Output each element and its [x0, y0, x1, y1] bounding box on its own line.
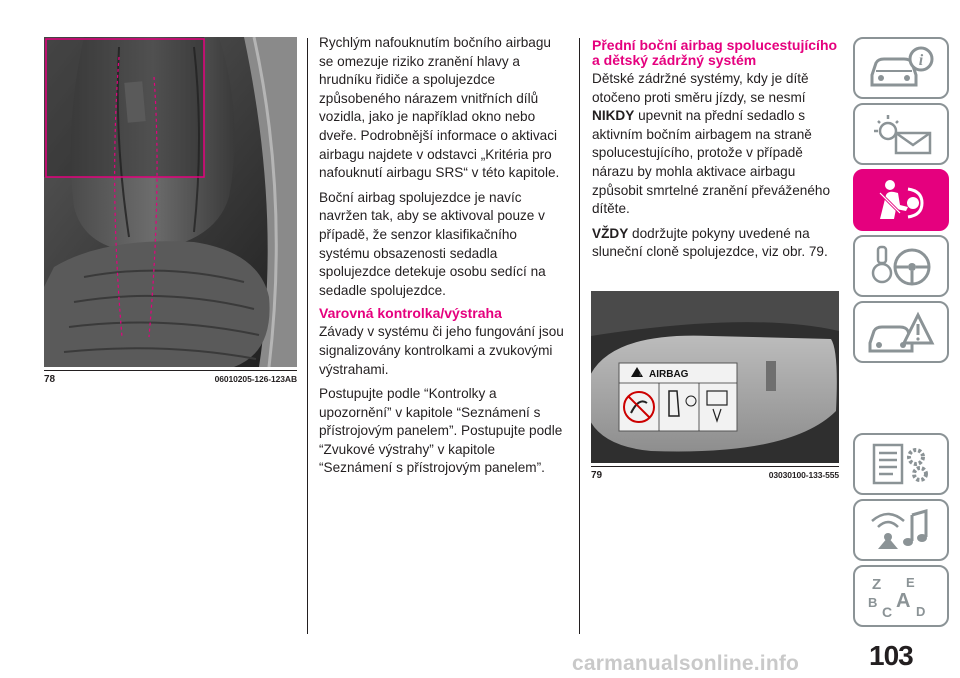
page-number: 103	[869, 640, 914, 671]
index-letter: A	[896, 590, 910, 612]
text-column-1: Rychlým nafouknutím bočního airbagu se o…	[319, 34, 569, 484]
paragraph-text: dodržujte pokyny uvedené na sluneční clo…	[592, 225, 828, 260]
paragraph: Závady v systému či jeho fungování jsou …	[319, 324, 564, 377]
chapter-tab-warning-lights[interactable]	[853, 103, 949, 165]
sun-visor-illustration: ! AIRBAG	[591, 291, 839, 463]
column-divider	[307, 38, 308, 634]
index-letter: D	[916, 604, 925, 619]
alphabetical-index-icon: Z E B A C D	[868, 575, 925, 619]
paragraph: VŽDY dodržujte pokyny uvedené na slunečn…	[592, 225, 842, 262]
column-divider	[579, 38, 580, 634]
chapter-tab-car-info[interactable]: i	[853, 37, 949, 99]
figure-code: 03030100-133-555	[768, 470, 839, 480]
paragraph: Boční airbag spolujezdce je navíc navrže…	[319, 189, 546, 298]
paragraph-text: upevnit na přední sedadlo s aktivním boč…	[592, 108, 831, 217]
car-info-icon: i	[870, 46, 934, 87]
figure-number: 79	[591, 470, 603, 481]
figure-number: 78	[44, 374, 56, 385]
chapter-tab-emergency[interactable]	[853, 301, 949, 363]
figure-78-seat-photo	[44, 37, 297, 367]
figure-79-caption: 79 03030100-133-555	[591, 466, 839, 481]
car-breakdown-warning-icon	[868, 311, 935, 353]
index-letter: Z	[872, 576, 881, 593]
figure-code: 06010205-126-123AB	[214, 374, 297, 384]
paragraph: Rychlým nafouknutím bočního airbagu se o…	[319, 35, 560, 181]
emphasis-always: VŽDY	[592, 225, 629, 241]
chapter-tab-index[interactable]: Z E B A C D	[853, 565, 949, 627]
seat-belt-airbag-icon	[878, 180, 924, 219]
paragraph: Postupujte podle “Kontrolky a upozornění…	[319, 386, 563, 476]
maintenance-checklist-icon	[872, 443, 928, 485]
chapter-tab-safety[interactable]	[853, 169, 949, 231]
multimedia-radio-icon	[871, 509, 928, 549]
airbag-label-text: AIRBAG	[649, 369, 689, 380]
section-heading: Varovná kontrolka/výstraha	[319, 305, 502, 322]
figure-78-caption: 78 06010205-126-123AB	[44, 370, 297, 385]
seat-illustration	[44, 37, 297, 367]
figure-79-sun-visor-photo: ! AIRBAG	[591, 291, 839, 463]
emphasis-never: NIKDY	[592, 108, 635, 124]
watermark: carmanualsonline.info	[572, 652, 800, 675]
warning-light-message-icon	[874, 115, 932, 155]
chapter-tab-maintenance[interactable]	[853, 433, 949, 495]
paragraph: NIKDY upevnit na přední sedadlo s aktivn…	[592, 107, 842, 219]
index-letter: B	[868, 595, 877, 610]
chapter-tab-starting-driving[interactable]	[853, 235, 949, 297]
index-letter: C	[882, 604, 892, 619]
index-letter: E	[906, 575, 915, 590]
svg-text:i: i	[919, 52, 924, 69]
section-heading: Přední boční airbag spolucestujícího a d…	[592, 37, 838, 68]
chapter-tab-multimedia[interactable]	[853, 499, 949, 561]
svg-text:!: !	[639, 372, 640, 377]
text-column-2: Přední boční airbag spolucestujícího a d…	[592, 34, 842, 268]
key-steering-wheel-icon	[871, 245, 931, 286]
paragraph: Dětské zádržné systémy, kdy je dítě otoč…	[592, 71, 809, 105]
